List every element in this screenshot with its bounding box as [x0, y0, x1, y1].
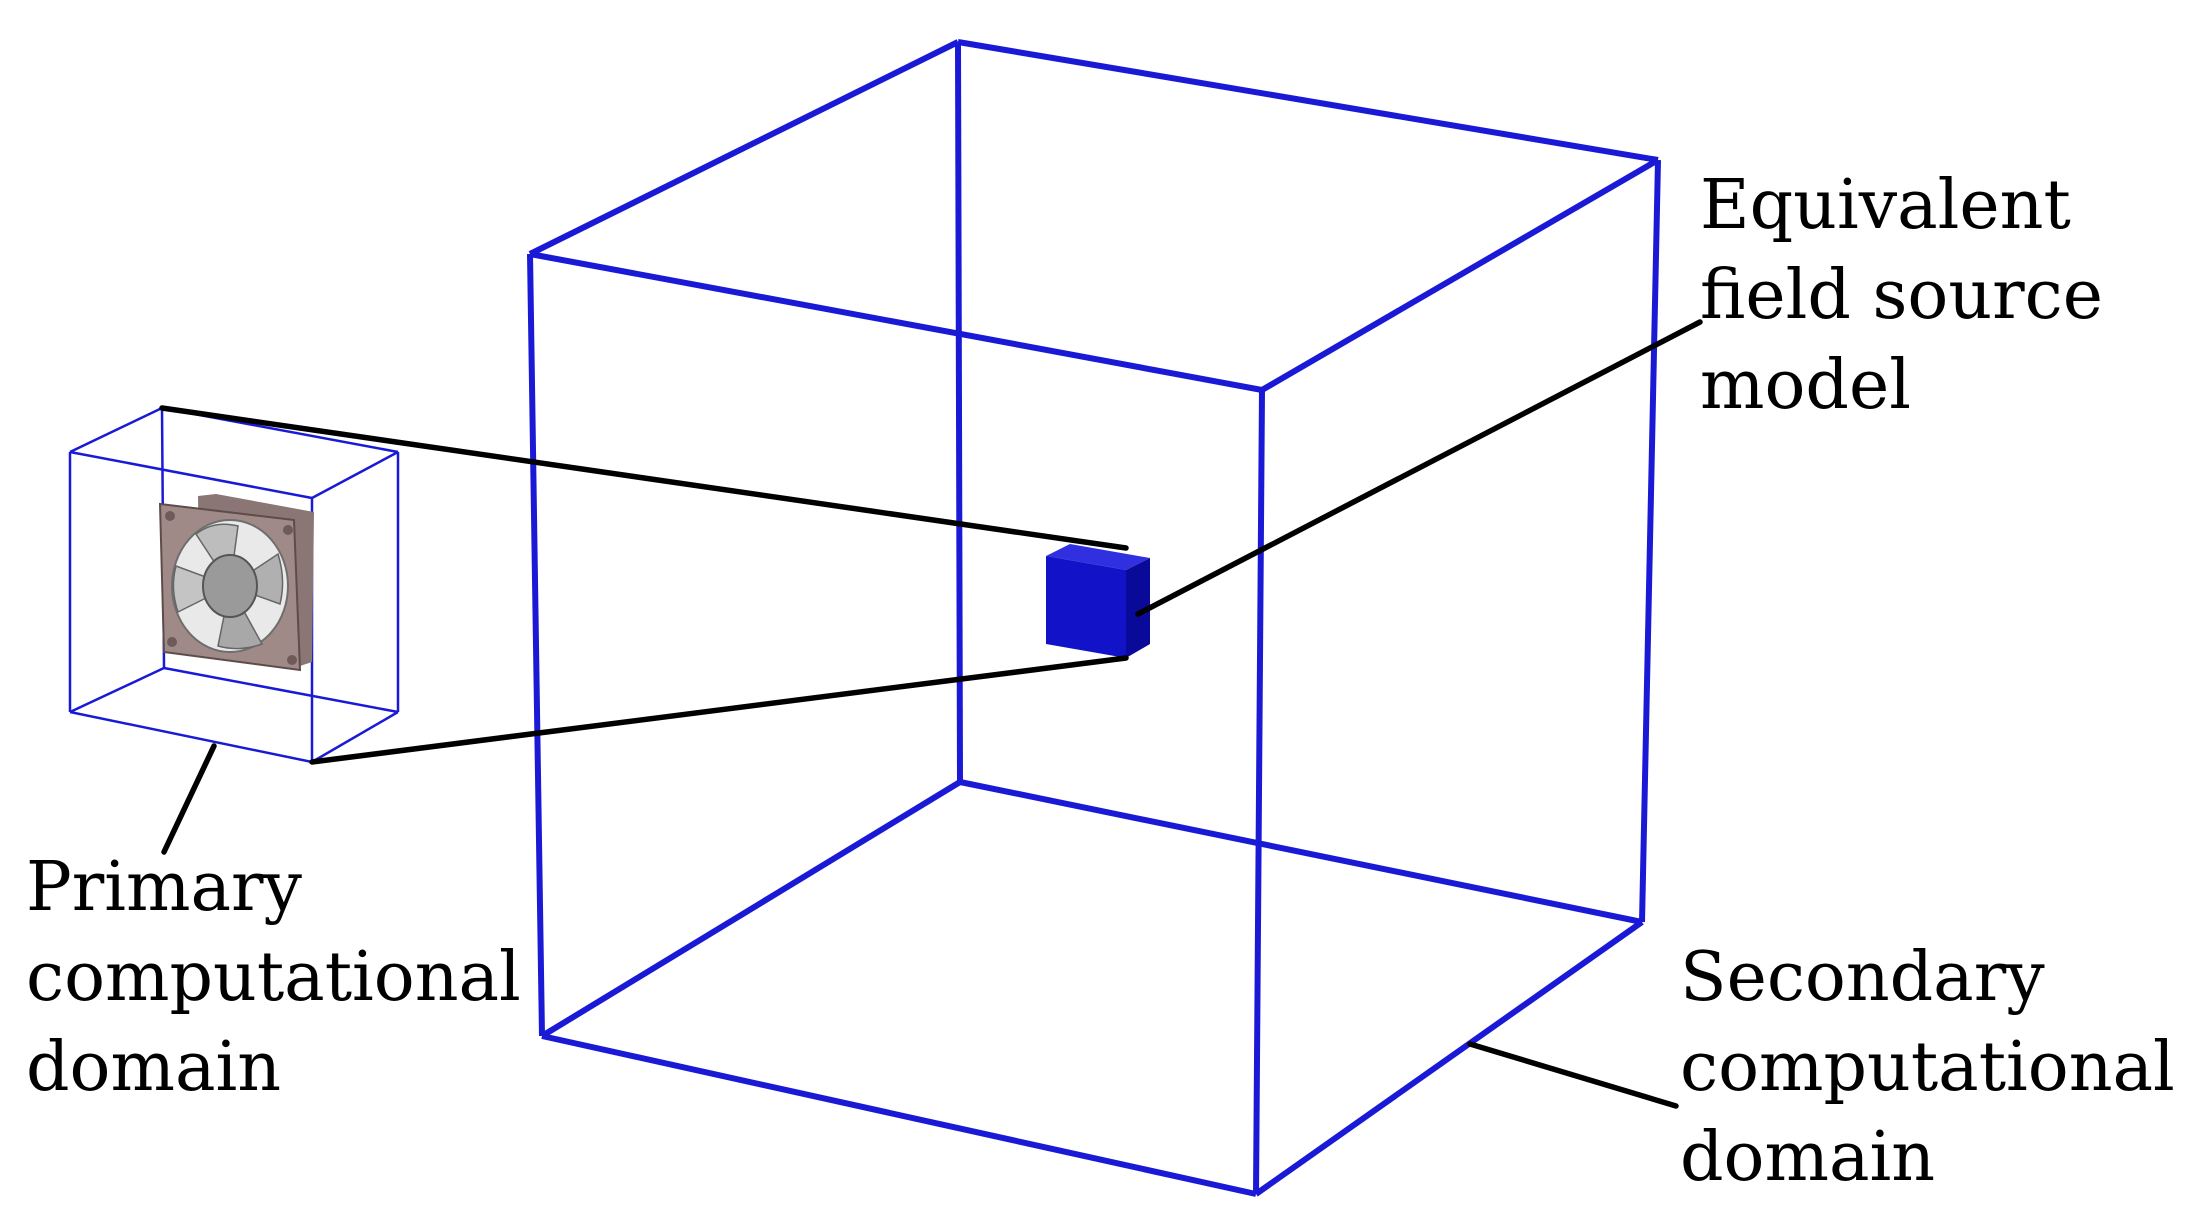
cube-edge — [541, 1033, 1257, 1197]
zoom-line-top — [159, 405, 1129, 551]
label-secondary-1: Secondary — [1680, 938, 2045, 1017]
cube-edge — [1639, 159, 1661, 923]
label-equivalent-3: model — [1700, 346, 1911, 425]
zoom-line-bottom — [309, 655, 1129, 765]
box-edge — [69, 450, 313, 500]
box-edge — [163, 666, 399, 714]
primary-leader — [161, 743, 217, 855]
cube-edge — [955, 41, 963, 783]
leader-lines — [159, 319, 1703, 1109]
cube-edge — [528, 39, 960, 257]
source-cube-top — [1046, 544, 1150, 570]
label-primary-1: Primary — [26, 848, 303, 927]
secondary-leader — [1467, 1041, 1679, 1109]
fan-screw — [287, 655, 297, 665]
label-equivalent-1: Equivalent — [1700, 166, 2071, 245]
cube-edge — [959, 779, 1643, 925]
cube-edge — [529, 251, 1263, 393]
source-cube-front — [1046, 556, 1126, 658]
cooling-fan-icon — [158, 494, 314, 672]
equivalent-leader — [1135, 319, 1703, 617]
box-edge — [311, 710, 399, 764]
box-edge — [69, 666, 165, 714]
cube-edge — [540, 779, 962, 1039]
cube-edge — [1260, 157, 1660, 393]
cube-edge — [527, 253, 545, 1037]
cube-edge — [1253, 389, 1265, 1195]
fan-blade — [172, 565, 232, 614]
label-equivalent-2: field source — [1700, 256, 2103, 335]
box-edge — [311, 450, 399, 500]
box-edge — [69, 406, 163, 454]
source-cube-side — [1126, 558, 1150, 658]
label-primary-3: domain — [26, 1028, 281, 1107]
box-edge — [69, 710, 313, 764]
label-primary-2: computational — [26, 938, 521, 1017]
label-secondary-2: computational — [1680, 1028, 2175, 1107]
label-secondary-3: domain — [1680, 1118, 1935, 1197]
cube-edge — [957, 39, 1659, 163]
cube-edge — [1254, 919, 1644, 1197]
fan-screw — [283, 525, 293, 535]
secondary-domain-cube — [527, 39, 1661, 1197]
fan-hub — [202, 554, 258, 618]
fan-screw — [167, 637, 177, 647]
fan-screw — [165, 511, 175, 521]
equivalent-source-cube — [1046, 544, 1150, 658]
